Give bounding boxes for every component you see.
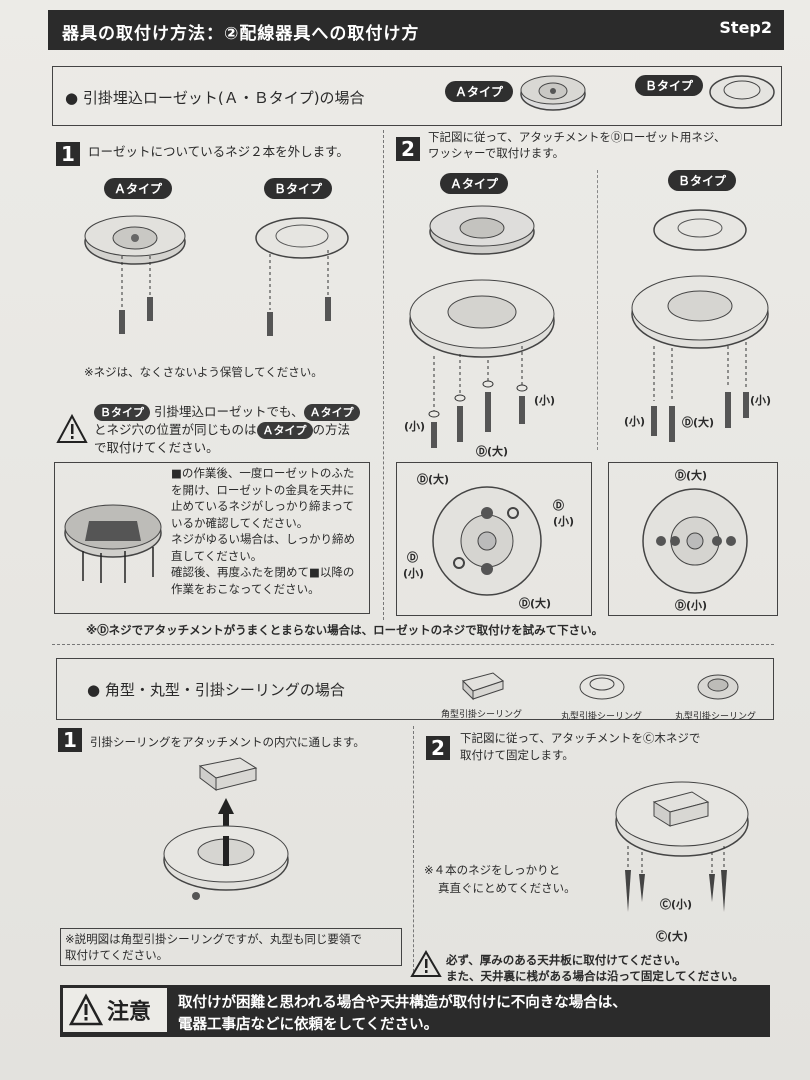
b-step2-line1: 下記図に従って、アタッチメントをⒸ木ネジで [460, 731, 701, 745]
b-step2-number: 2 [426, 736, 450, 760]
b-warn-line2: また、天井裏に桟がある場合は沿って固定してください。 [446, 969, 744, 983]
step2-line1: 下記図に従って、アタッチメントをⒹローゼット用ネジ、 [428, 130, 726, 144]
check-line-6: 直してください。 [171, 548, 263, 563]
b-step1-note-box: ※説明図は角型引掛シーリングですが、丸型も同じ要領で 取付けてください。 [60, 928, 402, 966]
page-title: 器具の取付け方法：②配線器具への取付け方 [62, 24, 420, 44]
step2-type-b-pill: Ｂタイプ [668, 170, 737, 191]
type-a-rosette-icon [520, 75, 586, 111]
b-warn-line1: 必ず、厚みのある天井板に取付けてください。 [446, 953, 687, 967]
c-large-label: Ⓒ(大) [656, 930, 689, 943]
check-line-5: ネジがゆるい場合は、しっかり締め [171, 532, 355, 546]
type-divider [597, 170, 598, 450]
caption-round-2: 丸型引掛シーリング [675, 712, 757, 722]
check-line-4: いるか確認してください。 [171, 515, 309, 530]
caution-label-box: 注意 [62, 987, 168, 1033]
round-ceiling-icon-1 [579, 674, 625, 700]
step1-number: 1 [56, 142, 80, 166]
caution-label: 注意 [107, 1000, 152, 1025]
step1-text: ローゼットについているネジ２本を外します。 [88, 144, 349, 159]
step2-number: 2 [396, 137, 420, 161]
warn-line1: 引掛埋込ローゼットでも、 [153, 404, 304, 419]
type-a-screw-removal-diagram [84, 215, 186, 334]
type-a-small-label-1: (小) [404, 420, 426, 433]
check-line-7: 確認後、再度ふたを閉めて■以降の [171, 565, 355, 579]
ceiling-through-attachment-diagram [163, 757, 289, 900]
section-divider [52, 644, 774, 645]
caution-bar: 注意 取付けが困難と思われる場合や天井構造が取付けに不向きな場合は、 電器工事店… [60, 985, 770, 1037]
check-line-1: ■の作業後、一度ローゼットのふた [171, 466, 355, 480]
top-a-small: (小) [553, 515, 575, 528]
step-label: Step2 [719, 18, 772, 37]
type-b-small-label-1: (小) [624, 415, 646, 428]
type-b-screw-removal-diagram [255, 217, 349, 336]
top-b-d-small: Ⓓ(小) [675, 599, 708, 612]
check-line-2: を開け、ローゼットの金具を天井に [171, 482, 355, 497]
b-warning-triangle-icon [410, 950, 442, 977]
warn-line3: で取付けてください。 [94, 440, 219, 455]
check-box: ■の作業後、一度ローゼットのふた を開け、ローゼットの金具を天井に 止めているネ… [54, 462, 370, 614]
top-a-d-large-1: Ⓓ(大) [417, 473, 450, 486]
warn-type-a-pill-2: Ａタイプ [256, 422, 313, 439]
header-bar: 器具の取付け方法：②配線器具への取付け方 Step2 [48, 10, 784, 50]
warning-triangle-icon [56, 413, 88, 443]
b-step2-note-line2: 真直ぐにとめてください。 [438, 881, 576, 895]
wood-screw-attachment-diagram [615, 781, 749, 912]
caption-round-1: 丸型引掛シーリング [561, 712, 643, 722]
type-a-pill: Ａタイプ [445, 81, 514, 102]
step-divider [383, 130, 384, 620]
type-a-top-view: Ⓓ(大) Ⓓ (小) Ⓓ (小) Ⓓ(大) [396, 462, 592, 616]
section-a-title: ● 引掛埋込ローゼット(Ａ・Ｂタイプ)の場合 [65, 89, 365, 107]
warn-type-b-pill: Ｂタイプ [94, 404, 150, 421]
b-step-divider [413, 726, 414, 972]
type-a-small-label-2: (小) [534, 394, 556, 407]
check-line-3: 止めているネジがしっかり締まって [171, 499, 354, 513]
c-small-label: Ⓒ(小) [660, 898, 693, 911]
top-a-d-2: Ⓓ [407, 551, 418, 564]
b-step2-note-line1: ※４本のネジをしっかりと [424, 863, 561, 877]
type-a-top-view-diagram [432, 486, 542, 596]
step1-type-b-pill: Ｂタイプ [264, 178, 333, 199]
type-b-rosette-icon [709, 75, 775, 109]
warn-line2-post: の方法 [312, 422, 351, 437]
warn-line2-pre: とネジ穴の位置が同じものは [94, 422, 257, 437]
check-line-8: 作業をおこなってください。 [171, 581, 320, 596]
step1-type-a-pill: Ａタイプ [104, 178, 173, 199]
top-a-small-2: (小) [403, 567, 425, 580]
caution-line1: 取付けが困難と思われる場合や天井構造が取付けに不向きな場合は、 [178, 995, 627, 1011]
square-ceiling-icon [462, 672, 505, 701]
step2-type-a-pill: Ａタイプ [440, 173, 509, 194]
check-text: ■の作業後、一度ローゼットのふた を開け、ローゼットの金具を天井に 止めているネ… [171, 465, 355, 597]
b-step1-number: 1 [58, 728, 82, 752]
caution-triangle-icon [68, 993, 104, 1026]
type-b-top-view: Ⓓ(大) Ⓓ(小) [608, 462, 778, 616]
warn-type-a-pill: Ａタイプ [303, 404, 360, 421]
type-b-attachment-diagram [631, 209, 769, 442]
top-a-d: Ⓓ [553, 499, 564, 512]
type-b-large-label: Ⓓ(大) [682, 416, 715, 429]
type-b-pill: Ｂタイプ [635, 75, 704, 96]
step1-note: ※ネジは、なくさないよう保管してください。 [84, 365, 323, 379]
caption-square: 角型引掛シーリング [441, 710, 523, 720]
caution-line2: 電器工事店などに依頼をしてください。 [178, 1017, 439, 1033]
section-b-title: ● 角型・丸型・引掛シーリングの場合 [87, 681, 345, 699]
b-step1-note-line2: 取付けてください。 [65, 948, 169, 962]
type-a-attachment-diagram [409, 205, 555, 448]
section-a-header: ● 引掛埋込ローゼット(Ａ・Ｂタイプ)の場合 Ａタイプ Ｂタイプ [52, 66, 782, 126]
type-b-small-label-2: (小) [750, 394, 772, 407]
top-b-d-large: Ⓓ(大) [675, 469, 708, 482]
type-b-top-view-diagram [642, 488, 748, 594]
step2-line2: ワッシャーで取付けます。 [428, 146, 565, 160]
section-b-header: ● 角型・丸型・引掛シーリングの場合 角型引掛シーリング 丸型引掛シーリング 丸… [56, 658, 774, 722]
section-a-footnote: ※Ⓓネジでアタッチメントがうまくとまらない場合は、ローゼットのネジで取付けを試み… [86, 623, 604, 637]
type-a-large-label: Ⓓ(大) [476, 445, 509, 458]
rosette-inside-diagram [64, 504, 162, 583]
top-a-d-large-2: Ⓓ(大) [519, 597, 552, 610]
b-step1-note-line1: ※説明図は角型引掛シーリングですが、丸型も同じ要領で [65, 932, 362, 946]
b-step1-text: 引掛シーリングをアタッチメントの内穴に通します。 [90, 735, 365, 749]
b-step2-line2: 取付けて固定します。 [460, 748, 574, 762]
round-ceiling-icon-2 [697, 674, 739, 700]
